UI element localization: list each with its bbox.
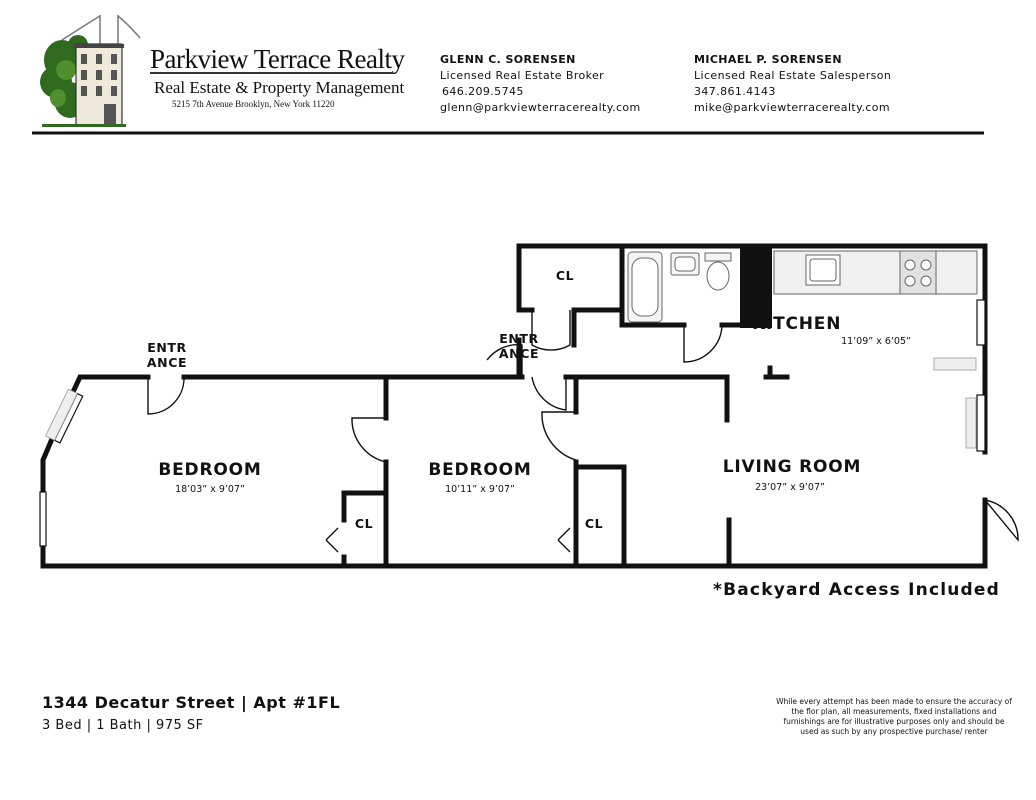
entrance-label-hall: ENTR ANCE [494,331,544,361]
disclaimer-text: While every attempt has been made to ens… [776,697,1012,736]
chimney-block [740,246,772,328]
contact-card-broker: GLENN C. SORENSEN Licensed Real Estate B… [440,52,641,116]
door-swings [147,310,1019,553]
closet-label-hall: CL [555,268,575,283]
brand-divider [150,72,393,74]
room-label-living-room: LIVING ROOM [722,457,862,477]
room-dims-bedroom-2: 10’11” x 9’07” [445,484,515,495]
entrance-label-line: ENTR [499,331,539,346]
listing-details: 3 Bed | 1 Bath | 975 SF [42,718,204,733]
contact-title: Licensed Real Estate Broker [440,69,605,82]
entrance-label-line: ENTR [147,340,187,355]
closet-label-bedroom-2: CL [584,516,604,531]
brand-tagline: Real Estate & Property Management [154,78,405,97]
room-dims-bedroom-1: 18’03” x 9’07” [175,484,245,495]
room-label-bedroom-1: BEDROOM [158,460,262,480]
contact-phone[interactable]: 347.861.4143 [694,85,776,98]
room-dims-living-room: 23’07” x 9’07” [755,482,825,493]
room-dims-kitchen: 11’09” x 6’05” [841,336,911,347]
contact-name: MICHAEL P. SORENSEN [694,53,842,66]
contact-email[interactable]: glenn@parkviewterracerealty.com [440,101,641,114]
bathroom-fixtures [627,251,732,323]
backyard-note: *Backyard Access Included [713,580,1001,600]
contact-email[interactable]: mike@parkviewterracerealty.com [694,101,891,114]
entrance-label-line: ANCE [498,346,540,361]
entrance-label-front: ENTR ANCE [142,340,192,370]
listing-title: 1344 Decatur Street | Apt #1FL [42,693,341,712]
contact-title: Licensed Real Estate Salesperson [694,69,892,82]
room-label-bedroom-2: BEDROOM [428,460,532,480]
closet-label-bedroom-1: CL [354,516,374,531]
kitchen-counter [773,250,978,295]
contact-name: GLENN C. SORENSEN [440,53,576,66]
contact-phone[interactable]: 646.209.5745 [442,85,524,98]
brand-address: 5215 7th Avenue Brooklyn, New York 11220 [172,99,335,109]
brand-name: Parkview Terrace Realty [150,44,405,74]
room-label-kitchen: KITCHEN [752,314,842,334]
entrance-label-line: ANCE [146,355,188,370]
contact-card-salesperson: MICHAEL P. SORENSEN Licensed Real Estate… [694,52,891,116]
windows [39,299,986,547]
